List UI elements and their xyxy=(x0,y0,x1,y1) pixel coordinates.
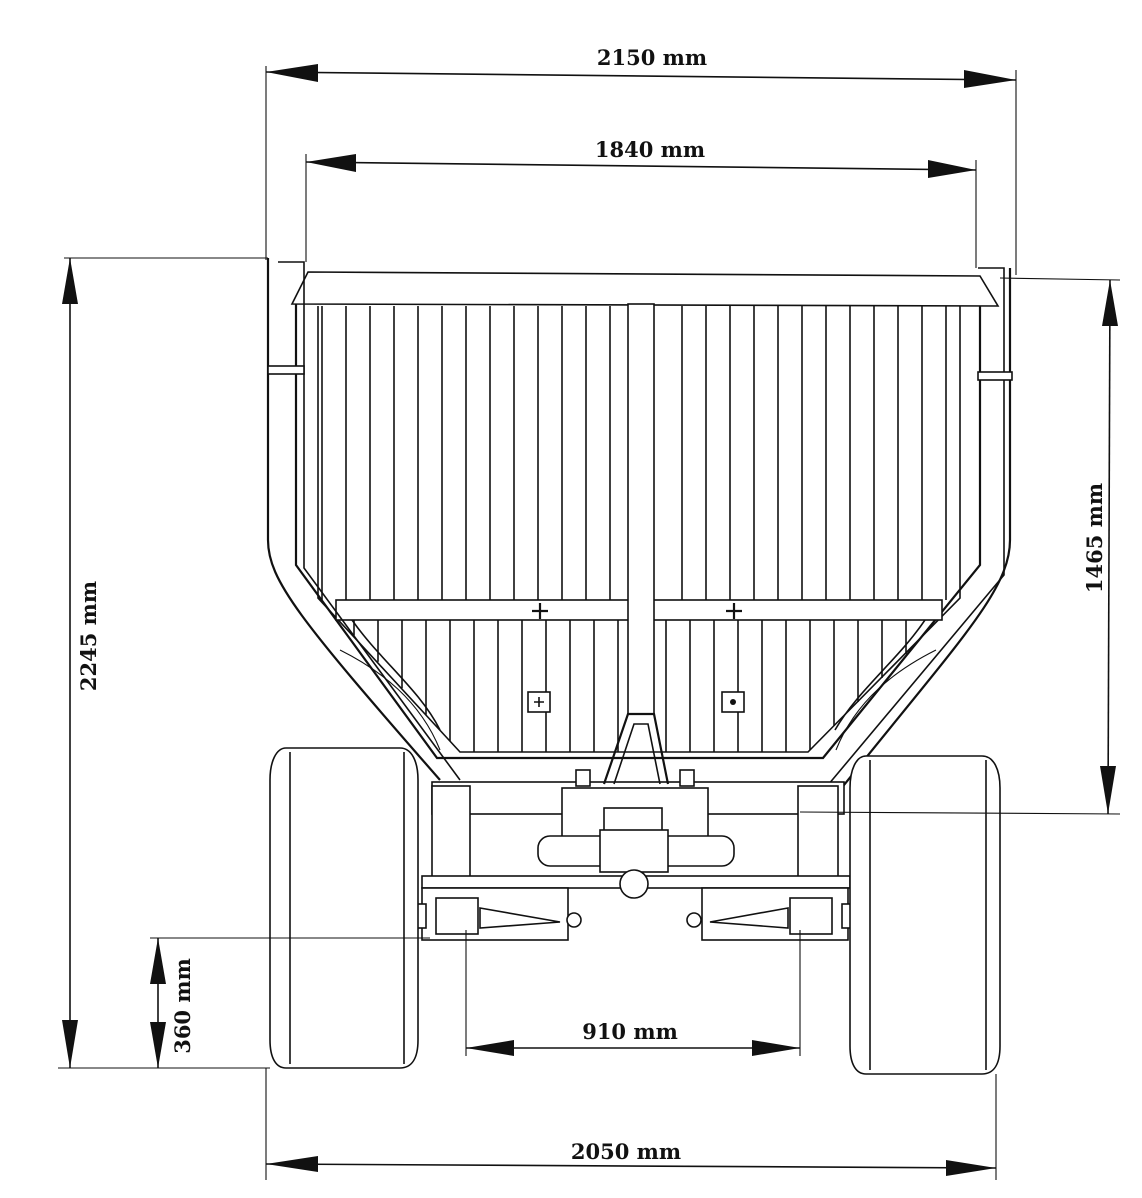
hopper-body xyxy=(290,271,1000,760)
slats-lower xyxy=(353,620,907,752)
slats-upper xyxy=(321,306,947,600)
dimension-body-height: 1465 mm xyxy=(799,277,1121,815)
bolt-markers xyxy=(527,603,745,713)
label-body-width: 1840 mm xyxy=(595,137,705,162)
label-overall-width: 2150 mm xyxy=(597,45,707,70)
hitch-ball xyxy=(619,869,649,899)
chute-curve-left-2 xyxy=(339,649,441,751)
wheel-left xyxy=(269,747,419,1069)
dimension-body-width: 1840 mm xyxy=(305,137,977,268)
top-rim xyxy=(290,271,1000,307)
label-outer-track: 2050 mm xyxy=(571,1139,681,1164)
body-inner-line xyxy=(317,306,961,753)
body-outline xyxy=(294,304,982,760)
side-frame-left xyxy=(266,258,461,781)
chassis xyxy=(415,712,853,941)
dimension-overall-height: 2245 mm xyxy=(58,257,270,1069)
chute-curve-right-2 xyxy=(835,649,937,751)
label-overall-height: 2245 mm xyxy=(76,581,101,691)
central-column xyxy=(627,303,655,715)
dimension-overall-width: 2150 mm xyxy=(265,45,1017,275)
wheel-right xyxy=(849,755,1001,1075)
axle-right xyxy=(686,887,853,941)
chute-curve-left xyxy=(351,619,441,731)
label-ground-clearance: 360 mm xyxy=(170,958,195,1054)
dimension-outer-track: 2050 mm xyxy=(265,1068,997,1180)
dimension-inner-track: 910 mm xyxy=(465,930,801,1056)
a-frame xyxy=(602,712,670,785)
dimension-ground-clearance: 360 mm xyxy=(150,937,430,1068)
label-inner-track: 910 mm xyxy=(582,1019,678,1044)
side-frame-right xyxy=(827,267,1013,791)
chute-curve-right xyxy=(834,619,926,731)
axle-left xyxy=(415,887,582,941)
label-body-height: 1465 mm xyxy=(1082,483,1107,593)
